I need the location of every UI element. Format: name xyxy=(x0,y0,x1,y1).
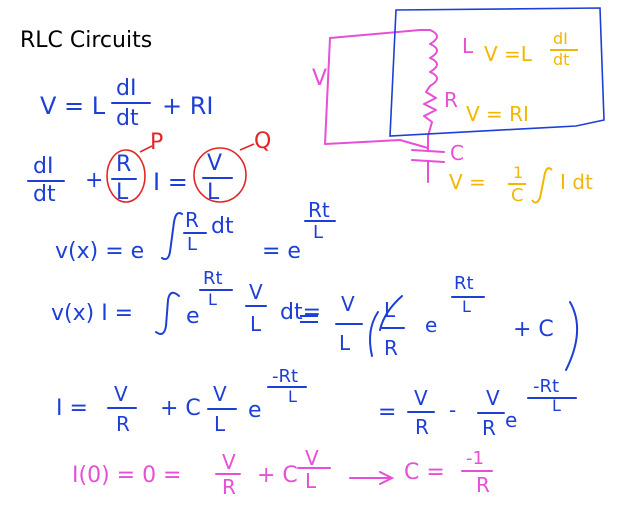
eq5-lden: L xyxy=(214,412,226,436)
eq6-lhs: I(0) = 0 = xyxy=(72,463,182,488)
capacitor-voltage-den: C xyxy=(511,185,524,206)
page-title: RLC Circuits xyxy=(20,28,153,53)
eq5-e: e xyxy=(248,398,262,423)
eq2-plus: + xyxy=(85,168,104,193)
eq2-i: I = xyxy=(153,168,188,196)
eq2-num1: dI xyxy=(33,154,54,179)
eq4-e: e xyxy=(186,304,200,329)
eq6-vnum: V xyxy=(222,450,236,474)
eq1-lhs: V = L xyxy=(40,92,106,120)
capacitor-voltage-rest: I dt xyxy=(560,170,593,194)
eq6-lden: L xyxy=(305,469,317,493)
inductor-voltage-den: dt xyxy=(553,50,570,69)
red-circles xyxy=(106,143,255,203)
eq5-v3: V xyxy=(414,386,428,410)
fraction-bars xyxy=(27,102,577,414)
circuit-source-label: V xyxy=(312,66,328,91)
eq6-plus: + C xyxy=(257,463,298,488)
pink-fraction-bars xyxy=(215,467,493,485)
eq3-eq: = e xyxy=(262,239,301,264)
eq6-c: C = xyxy=(404,460,445,485)
eq6-vnum2: V xyxy=(305,446,319,470)
eq5-minus: - xyxy=(449,398,457,422)
integral-signs xyxy=(155,212,579,371)
eq5-r4: R xyxy=(482,416,496,440)
eq2-den1: dt xyxy=(33,182,56,207)
eq4-e2: e xyxy=(425,313,438,337)
eq3-exp-den: L xyxy=(313,222,324,243)
eq4-vnum2: V xyxy=(341,292,355,316)
eq3-exp-num: Rt xyxy=(308,198,330,222)
eq5-plus: + C xyxy=(160,396,201,421)
eq5-exp-num: -Rt xyxy=(272,366,299,387)
eq2-vnum: V xyxy=(207,151,223,176)
yellow-fraction-bars xyxy=(508,49,578,185)
eq5-r3: R xyxy=(415,415,429,439)
eq4-exp2-den: L xyxy=(462,297,471,316)
eq5-lhs: I = xyxy=(56,396,88,421)
eq4-lhs: v(x) I = xyxy=(51,301,134,326)
eq5-v4: V xyxy=(486,386,500,410)
eq4-exp-den: L xyxy=(208,290,217,309)
eq1-rest: + RI xyxy=(162,92,214,120)
inductor-voltage-num: dI xyxy=(553,29,568,48)
dt-equals xyxy=(300,315,318,323)
eq3-int-den: L xyxy=(187,234,198,255)
eq6-rden: R xyxy=(222,475,236,499)
eq4-vden2: L xyxy=(339,331,351,355)
eq6-cnum: -1 xyxy=(466,448,484,469)
label-q: Q xyxy=(254,129,272,154)
capacitor-voltage: V = xyxy=(449,170,486,194)
eq1-num: dI xyxy=(116,76,137,101)
eq5-exp2-num: -Rt xyxy=(533,376,560,397)
eq3-dt: dt xyxy=(211,214,234,239)
eq3-int-num: R xyxy=(185,208,199,232)
eq4-rden: R xyxy=(384,336,398,360)
yellow-integral xyxy=(531,167,553,204)
eq4-vnum: V xyxy=(249,280,263,304)
capacitor-voltage-num: 1 xyxy=(513,163,524,182)
eq5-exp2-den: L xyxy=(552,396,561,415)
eq4-c: + C xyxy=(513,317,554,342)
blue-box xyxy=(389,7,605,137)
eq5-eq: = xyxy=(378,400,397,425)
eq4-exp-num: Rt xyxy=(203,268,223,289)
label-p: P xyxy=(150,130,164,155)
eq5-vnum: V xyxy=(114,382,128,406)
circuit-inductor-label: L xyxy=(462,34,474,58)
eq4-vden: L xyxy=(250,312,262,336)
resistor-voltage: V = RI xyxy=(466,102,529,126)
eq4-exp2-num: Rt xyxy=(454,273,474,294)
circuit-resistor-label: R xyxy=(444,88,458,112)
eq5-vnum2: V xyxy=(213,382,227,406)
eq5-rden: R xyxy=(116,412,130,436)
circuit-capacitor-label: C xyxy=(450,141,464,165)
eq2-rnum: R xyxy=(116,152,132,177)
eq4-dt: dt= xyxy=(280,300,322,325)
eq3-lhs: v(x) = e xyxy=(55,239,145,264)
eq2-rden: L xyxy=(116,180,129,205)
circuit-wiring xyxy=(324,29,445,183)
inductor-voltage: V =L xyxy=(484,42,532,66)
eq1-den: dt xyxy=(116,106,139,131)
eq5-e2: e xyxy=(505,408,518,432)
eq2-vden: L xyxy=(207,180,220,205)
eq5-exp-den: L xyxy=(288,387,297,406)
eq6-cden: R xyxy=(476,473,490,497)
